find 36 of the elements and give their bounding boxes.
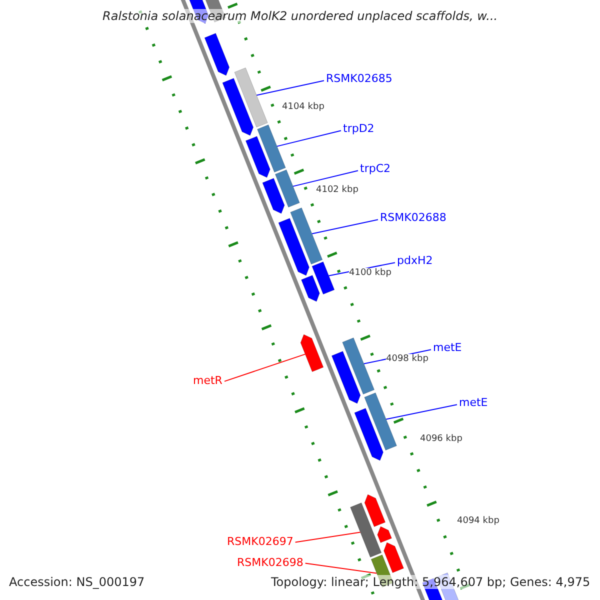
gene-block [290, 208, 323, 264]
gene-label: RSMK02698 [237, 556, 304, 570]
leader-line [276, 130, 342, 147]
gene-block [342, 338, 375, 394]
gene-block [300, 334, 324, 372]
scale-label: 4104 kbp [282, 102, 324, 113]
leader-line [304, 562, 378, 574]
diagram-title: Ralstonia solanacearum MolK2 unordered unplaced scaffolds, w... [102, 9, 498, 24]
gene-block [312, 262, 335, 294]
leader-line [312, 219, 378, 234]
accession-text: Accession: NS_000197 [9, 575, 145, 590]
gene-label: pdxH2 [397, 254, 433, 268]
gene-block [274, 170, 300, 208]
scale-label: 4102 kbp [316, 185, 358, 196]
gene-label: RSMK02697 [227, 535, 294, 548]
gene-label: metE [433, 341, 462, 354]
leader-line [256, 80, 324, 96]
gene-label: metE [459, 396, 488, 410]
gene-block [257, 124, 286, 172]
scale-label: 4098 kbp [386, 354, 428, 365]
gene-block [350, 502, 382, 558]
scale-label: 4096 kbp [420, 434, 462, 445]
gene-label: metR [193, 374, 222, 388]
scale-label: 4100 kbp [349, 268, 392, 279]
scale-label: 4094 kbp [457, 516, 500, 527]
leader-line [294, 532, 361, 543]
leader-line [224, 354, 306, 382]
gene-block [364, 392, 397, 450]
leader-line [292, 170, 358, 187]
gene-label: RSMK02688 [380, 211, 446, 224]
gene-label: RSMK02685 [326, 72, 392, 86]
genome-summary-text: Topology: linear; Length: 5,964,607 bp; Genes: 4,975 [271, 575, 590, 590]
gene-block [234, 68, 268, 128]
leader-line [386, 404, 458, 420]
gene-label: trpD2 [343, 122, 374, 136]
gene-label: trpC2 [360, 162, 390, 176]
